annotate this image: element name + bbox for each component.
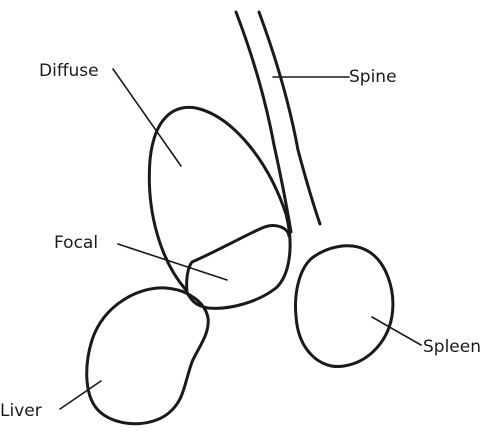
spine-outline: [236, 12, 320, 232]
spine-left-edge: [236, 12, 291, 232]
spleen-outline: [296, 246, 393, 367]
spine-label: Spine: [349, 67, 397, 87]
liver-label: Liver: [0, 401, 42, 421]
focal-label: Focal: [54, 233, 98, 253]
spleen-label: Spleen: [423, 337, 481, 357]
liver-lobe: [87, 288, 208, 424]
diffuse-label: Diffuse: [39, 61, 99, 81]
diffuse-leader-line: [113, 69, 181, 166]
spleen-leader-line: [372, 317, 421, 345]
focal-leader-line: [118, 244, 227, 280]
focal-lesion: [187, 226, 289, 292]
